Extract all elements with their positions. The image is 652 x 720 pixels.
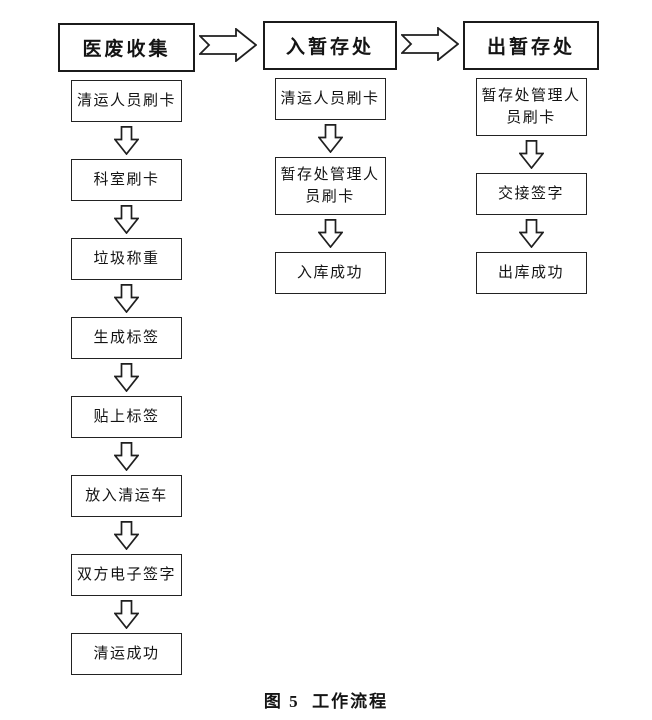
down-arrow-icon (114, 205, 139, 234)
flow-step: 出库成功 (475, 252, 587, 294)
flow-step: 暂存处管理人员刷卡 (274, 157, 386, 215)
flow-step: 贴上标签 (71, 396, 182, 438)
flow-step: 交接签字 (475, 173, 587, 215)
flow-column-storage-in: 入暂存处 清运人员刷卡 暂存处管理人员刷卡 入库成功 (263, 21, 397, 294)
down-arrow-icon (114, 363, 139, 392)
down-arrow-icon (114, 126, 139, 155)
down-arrow-icon (114, 521, 139, 550)
flow-header-storage-in: 入暂存处 (263, 21, 397, 70)
down-arrow-icon (114, 442, 139, 471)
flow-step: 清运成功 (71, 633, 182, 675)
flow-step: 清运人员刷卡 (274, 78, 386, 120)
flow-step: 生成标签 (71, 317, 182, 359)
flow-step: 双方电子签字 (71, 554, 182, 596)
flow-step: 暂存处管理人员刷卡 (475, 78, 587, 136)
flow-column-collection: 医废收集 清运人员刷卡 科室刷卡 垃圾称重 生成标签 贴上标签 放入清运车 双方… (58, 23, 195, 675)
down-arrow-icon (317, 124, 343, 153)
flow-step: 入库成功 (274, 252, 386, 294)
figure-caption: 图 5 工作流程 (263, 692, 389, 711)
flow-column-storage-out: 出暂存处 暂存处管理人员刷卡 交接签字 出库成功 (463, 21, 599, 294)
flow-step: 清运人员刷卡 (71, 80, 182, 122)
right-arrow-icon (197, 27, 258, 67)
flow-step: 科室刷卡 (71, 159, 182, 201)
flow-step: 垃圾称重 (71, 238, 182, 280)
down-arrow-icon (518, 219, 544, 248)
flow-step: 放入清运车 (71, 475, 182, 517)
flow-header-storage-out: 出暂存处 (463, 21, 599, 70)
down-arrow-icon (114, 600, 139, 629)
down-arrow-icon (114, 284, 139, 313)
flow-header-collection: 医废收集 (58, 23, 195, 72)
down-arrow-icon (518, 140, 544, 169)
right-arrow-icon (399, 26, 460, 66)
down-arrow-icon (317, 219, 343, 248)
